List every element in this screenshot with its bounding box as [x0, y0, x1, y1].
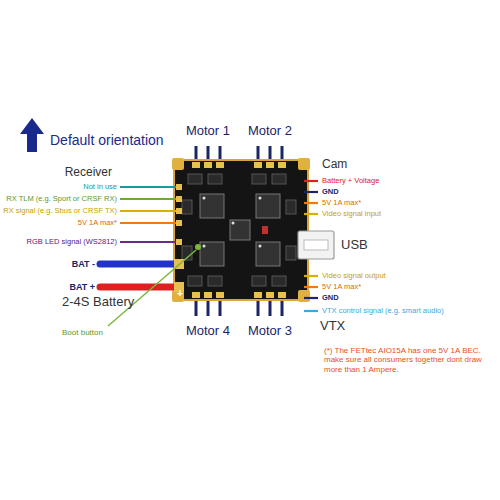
- corner-pads: [172, 158, 310, 302]
- motor-label: Motor 4: [186, 324, 230, 339]
- pin-label: 5V 1A max*: [78, 219, 117, 228]
- pin-label: 5V 1A max*: [322, 199, 361, 208]
- orientation-arrow: [20, 118, 44, 152]
- pin-label: Battery + Voltage: [322, 177, 379, 186]
- orientation-note: Default orientation: [50, 132, 164, 148]
- motor-pads: [192, 162, 286, 298]
- motor-label: Motor 3: [248, 324, 292, 339]
- chip-marks: [203, 197, 262, 248]
- boot-leader: [108, 250, 196, 326]
- pin-label: BAT -: [72, 259, 95, 269]
- connector-name: Cam: [322, 158, 347, 172]
- motor-label: Motor 2: [248, 124, 292, 139]
- connector-name: VTX: [320, 319, 345, 334]
- usb-port: [304, 240, 328, 250]
- pin-label: RX TLM (e.g. Sport or CRSF RX): [6, 195, 117, 204]
- motor-label: Motor 1: [186, 124, 230, 139]
- fc-board: [174, 160, 308, 300]
- left-pads: [174, 184, 184, 292]
- connector-name: Receiver: [65, 166, 112, 180]
- boot-button-dot: [195, 244, 201, 250]
- mosfets: [182, 174, 296, 286]
- pin-label: Video signal input: [322, 210, 381, 219]
- pin-label: GND: [322, 294, 339, 303]
- pin-label: 5V 1A max*: [322, 283, 361, 292]
- connector-name: 2-4S Battery: [62, 295, 134, 310]
- driver-chips: [200, 194, 280, 266]
- pin-label: Not in use: [83, 183, 117, 192]
- pin-label: GND: [322, 188, 339, 197]
- pin-label: BAT +: [69, 282, 95, 292]
- pin-label: VTX control signal (e.g. smart audio): [322, 307, 444, 316]
- usb-connector: [298, 231, 334, 259]
- connector-name: USB: [341, 238, 368, 253]
- pin-label: RX signal (e.g. Sbus or CRSF TX): [3, 207, 117, 216]
- pin-label: Video signal output: [322, 272, 386, 281]
- led: [262, 226, 268, 234]
- silk-mark: +: [177, 287, 183, 300]
- pin-label: RGB LED signal (WS2812): [27, 238, 117, 247]
- part-name: Boot button: [62, 328, 103, 337]
- footnote: (*) The FETtec AIO15A has one 5V 1A BEC.…: [324, 346, 492, 374]
